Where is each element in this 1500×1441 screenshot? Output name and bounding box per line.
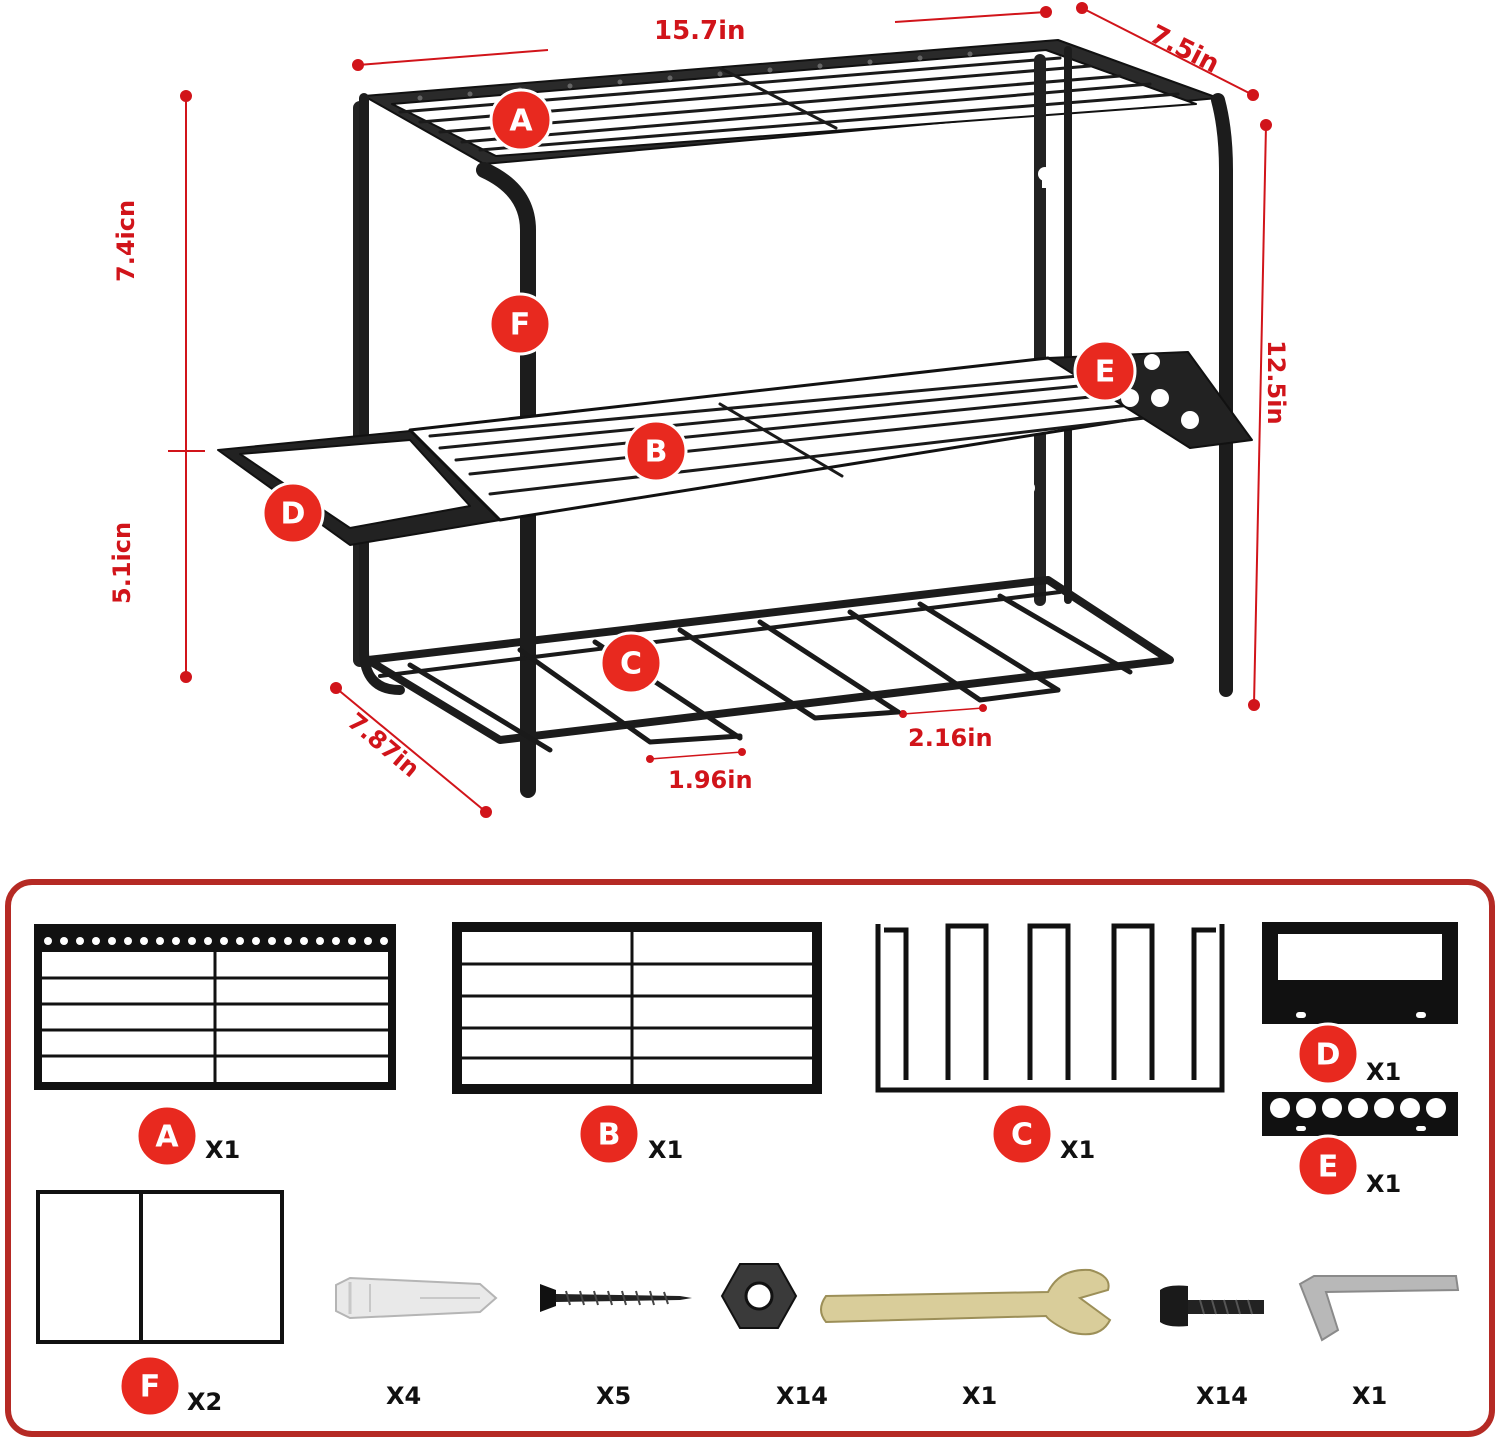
part-c-hook-rack — [875, 923, 1225, 1093]
screw-icon — [540, 1284, 692, 1312]
part-a-qty: X1 — [205, 1136, 240, 1164]
part-d-label: D X1 — [1296, 1022, 1401, 1086]
bottom-depth-dimension: 7.87in — [342, 707, 425, 783]
hex-nut-icon — [720, 1263, 798, 1329]
part-e-plate — [1262, 1092, 1458, 1136]
allen-key-qty: X1 — [1352, 1382, 1387, 1410]
svg-text:B: B — [645, 435, 668, 470]
part-f-side-frame — [36, 1190, 284, 1344]
svg-text:B: B — [598, 1118, 621, 1153]
part-a-shelf — [34, 924, 396, 1090]
callout-e: E — [1073, 339, 1137, 403]
slot-gap-dimension: 2.16in — [908, 724, 993, 752]
total-height-dimension: 12.5in — [1262, 340, 1290, 425]
svg-text:A: A — [155, 1120, 179, 1155]
dimension-lines — [168, 2, 1272, 818]
anchor-qty: X4 — [386, 1382, 421, 1410]
svg-text:C: C — [1011, 1118, 1033, 1153]
svg-text:C: C — [620, 647, 642, 682]
screw-qty: X5 — [596, 1382, 631, 1410]
svg-text:E: E — [1318, 1150, 1339, 1185]
svg-text:E: E — [1095, 355, 1116, 390]
part-b-label: B X1 — [577, 1102, 683, 1166]
nut-qty: X14 — [776, 1382, 828, 1410]
allen-key-icon — [1298, 1275, 1460, 1342]
bolt-icon — [1160, 1285, 1264, 1327]
assembled-rack — [217, 39, 1253, 798]
wrench-qty: X1 — [962, 1382, 997, 1410]
callout-d: D — [261, 481, 325, 545]
callout-a: A — [489, 88, 553, 152]
part-a-label: A X1 — [135, 1104, 240, 1168]
part-d-plate — [1262, 922, 1458, 1024]
slot-width-dimension: 1.96in — [668, 766, 753, 794]
svg-text:F: F — [510, 308, 531, 343]
wall-anchor-icon — [335, 1276, 498, 1320]
part-d-qty: X1 — [1366, 1058, 1401, 1086]
part-f-label: F X2 — [118, 1354, 222, 1418]
svg-text:F: F — [140, 1370, 161, 1405]
wrench-icon — [820, 1268, 1112, 1336]
width-dimension: 15.7in — [654, 16, 746, 46]
svg-text:D: D — [1316, 1038, 1341, 1073]
callout-f: F — [488, 292, 552, 356]
part-b-shelf — [452, 922, 822, 1094]
svg-text:A: A — [509, 104, 533, 139]
part-b-qty: X1 — [648, 1136, 683, 1164]
part-e-label: E X1 — [1296, 1134, 1401, 1198]
callout-b: B — [624, 419, 688, 483]
depth-dimension: 7.5in — [1145, 20, 1224, 80]
part-e-qty: X1 — [1366, 1170, 1401, 1198]
upper-height-dimension: 7.4icn — [112, 200, 140, 282]
bolt-qty: X14 — [1196, 1382, 1248, 1410]
part-f-qty: X2 — [187, 1388, 222, 1416]
part-c-label: C X1 — [990, 1102, 1095, 1166]
part-c-qty: X1 — [1060, 1136, 1095, 1164]
svg-text:D: D — [281, 497, 306, 532]
lower-height-dimension: 5.1icn — [108, 522, 136, 604]
callout-c: C — [599, 631, 663, 695]
